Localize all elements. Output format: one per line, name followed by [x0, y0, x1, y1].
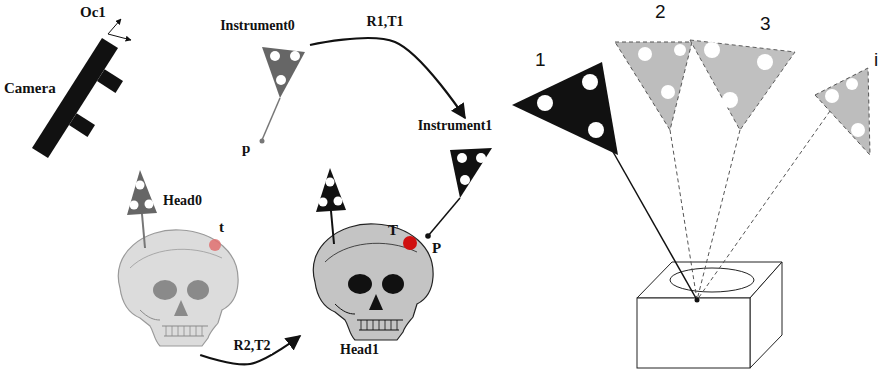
callout-number: 2	[655, 2, 666, 23]
tracker-triangle	[512, 40, 870, 155]
node-label: Head0	[163, 193, 202, 209]
instrument-marker: Instrument0	[205, 18, 310, 108]
marker-pole	[142, 211, 334, 248]
instrument-marker: Instrument1	[405, 118, 505, 203]
edge-label: R2,T2	[232, 338, 273, 354]
skull	[118, 230, 238, 346]
camera-axes	[108, 19, 131, 40]
callout-number: i	[874, 50, 878, 71]
head-marker: Head0	[105, 165, 245, 355]
head-marker: Head1	[300, 160, 440, 360]
calibration-block	[637, 262, 782, 368]
callout-number: 3	[760, 14, 771, 35]
callout-number: 1	[535, 50, 546, 71]
edge-label: R1,T1	[365, 14, 406, 30]
transform-arrow	[200, 336, 300, 364]
skull	[313, 224, 433, 340]
transform-arrow	[310, 38, 465, 118]
target-point	[403, 236, 417, 250]
marker-triangle	[300, 160, 440, 360]
axis-label: Oc1	[80, 4, 106, 21]
point-label: t	[219, 219, 224, 236]
point-label: P	[432, 240, 441, 257]
camera	[32, 38, 123, 158]
pivot-lines	[612, 111, 830, 303]
point-label: T	[388, 222, 398, 239]
node-label: Head1	[340, 342, 379, 358]
component-label: Camera	[4, 80, 56, 97]
target-point	[209, 239, 221, 251]
node-label: Instrument0	[220, 18, 295, 34]
point-label: p	[242, 140, 250, 157]
node-label: Instrument1	[418, 118, 493, 134]
